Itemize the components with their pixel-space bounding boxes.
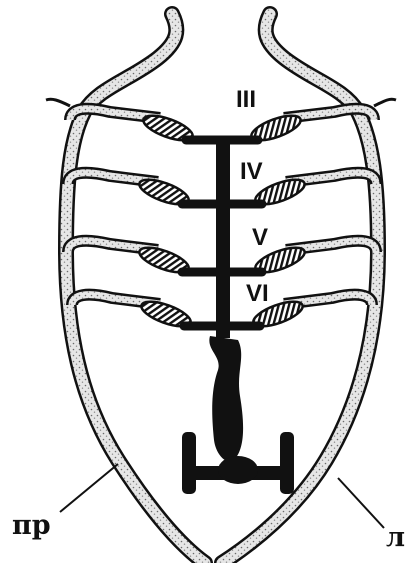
arch-label-v: V (252, 226, 268, 250)
left-side-label: л (386, 524, 405, 551)
arch-label-iv: IV (240, 160, 263, 184)
arch-label-vi: VI (246, 282, 269, 306)
ventral-aorta (209, 138, 243, 462)
arch-label-iii: III (236, 88, 256, 112)
right-side-label: пр (12, 512, 51, 539)
